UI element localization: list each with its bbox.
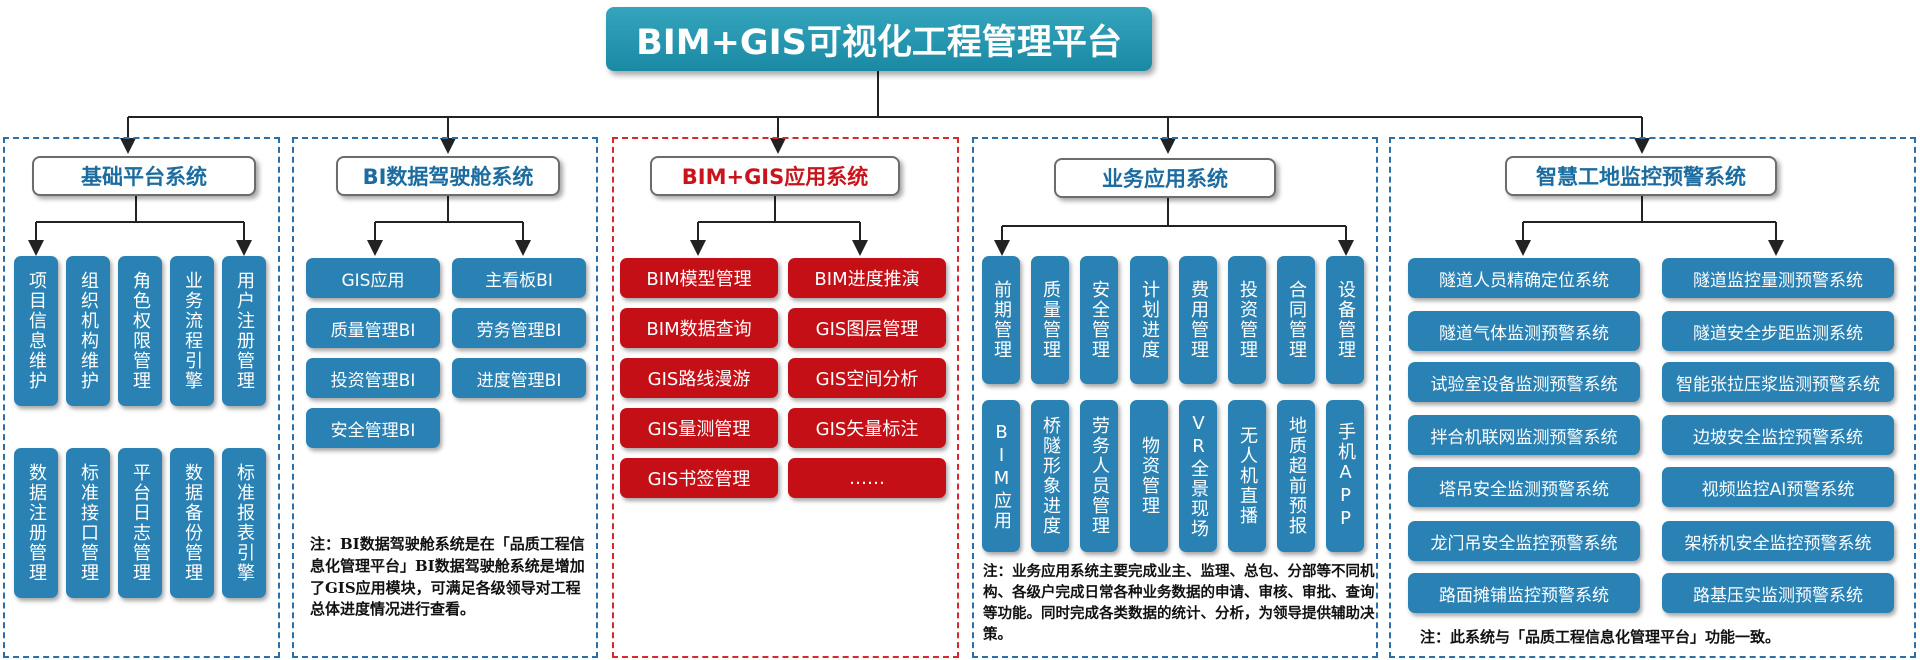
module-box: GIS图层管理: [788, 308, 946, 348]
module-label: 质量管理: [1040, 280, 1061, 360]
module-box: 地质超前预报: [1277, 400, 1315, 552]
module-box: 隧道安全步距监测系统: [1662, 311, 1894, 351]
module-box: 劳务人员管理: [1080, 400, 1118, 552]
module-label: 数据注册管理: [26, 463, 47, 583]
module-label: 用户注册管理: [234, 271, 255, 391]
panel-header-bi-cockpit: BI数据驾驶舱系统: [336, 156, 560, 196]
module-label: 标准接口管理: [78, 463, 99, 583]
panel-header-bim-gis: BIM+GIS应用系统: [650, 156, 900, 196]
module-box: 隧道监控量测预警系统: [1662, 258, 1894, 298]
module-box: 主看板BI: [452, 258, 586, 298]
module-box: 龙门吊安全监控预警系统: [1408, 521, 1640, 561]
module-box: GIS路线漫游: [620, 358, 778, 398]
panel-bim-gis: [612, 137, 959, 658]
bi-cockpit-note: 注：BI数据驾驶舱系统是在「品质工程信息化管理平台」BI数据驾驶舱系统是增加了G…: [310, 535, 585, 619]
module-box: 业务流程引擎: [170, 256, 214, 406]
page-title: BIM+GIS可视化工程管理平台: [606, 7, 1152, 71]
module-box: 投资管理: [1228, 256, 1266, 384]
module-box: 安全管理BI: [306, 408, 440, 448]
module-box: 智能张拉压浆监测预警系统: [1662, 362, 1894, 402]
module-box: 路面摊铺监控预警系统: [1408, 573, 1640, 613]
panel-header-smart-site: 智慧工地监控预警系统: [1505, 156, 1777, 196]
smart-site-note: 注：此系统与「品质工程信息化管理平台」功能一致。: [1420, 628, 1781, 646]
module-box: 视频监控AI预警系统: [1662, 467, 1894, 507]
module-box: 项目信息维护: [14, 256, 58, 406]
module-box: 试验室设备监测预警系统: [1408, 362, 1640, 402]
panel-bi-cockpit: [292, 137, 598, 658]
module-box: 数据备份管理: [170, 448, 214, 598]
module-box: GIS应用: [306, 258, 440, 298]
module-box: 费用管理: [1179, 256, 1217, 384]
module-box: 设备管理: [1326, 256, 1364, 384]
module-box: 质量管理: [1031, 256, 1069, 384]
module-box: 物资管理: [1130, 400, 1168, 552]
module-box: BIM进度推演: [788, 258, 946, 298]
module-label: 设备管理: [1335, 280, 1356, 360]
business-apps-note: 注：业务应用系统主要完成业主、监理、总包、分部等不同机构、各级户完成日常各种业务…: [983, 563, 1375, 644]
module-box: 桥隧形象进度: [1031, 400, 1069, 552]
module-box: GIS书签管理: [620, 458, 778, 498]
module-label: 物资管理: [1139, 436, 1160, 516]
module-label: 项目信息维护: [26, 271, 47, 391]
module-box: 塔吊安全监测预警系统: [1408, 467, 1640, 507]
module-box: 数据注册管理: [14, 448, 58, 598]
module-box: 前期管理: [982, 256, 1020, 384]
module-label: 投资管理: [1237, 280, 1258, 360]
module-box: ……: [788, 458, 946, 498]
panel-header-basic-platform: 基础平台系统: [32, 156, 256, 196]
module-box: 用户注册管理: [222, 256, 266, 406]
module-box: 手机APP: [1326, 400, 1364, 552]
module-box: 无人机直播: [1228, 400, 1266, 552]
module-label: 前期管理: [991, 280, 1012, 360]
module-box: 架桥机安全监控预警系统: [1662, 521, 1894, 561]
module-box: 平台日志管理: [118, 448, 162, 598]
module-label: 安全管理: [1089, 280, 1110, 360]
module-label: 数据备份管理: [182, 463, 203, 583]
module-label: 合同管理: [1286, 280, 1307, 360]
module-box: BIM数据查询: [620, 308, 778, 348]
module-label: 劳务人员管理: [1089, 416, 1110, 536]
module-box: 投资管理BI: [306, 358, 440, 398]
module-box: VR全景现场: [1179, 400, 1217, 552]
module-box: 合同管理: [1277, 256, 1315, 384]
module-box: 边坡安全监控预警系统: [1662, 415, 1894, 455]
module-box: 路基压实监测预警系统: [1662, 573, 1894, 613]
module-label: VR全景现场: [1188, 413, 1209, 539]
module-box: 标准接口管理: [66, 448, 110, 598]
module-box: 隧道人员精确定位系统: [1408, 258, 1640, 298]
module-box: 劳务管理BI: [452, 308, 586, 348]
module-box: 计划进度: [1130, 256, 1168, 384]
module-box: GIS空间分析: [788, 358, 946, 398]
module-label: 费用管理: [1188, 280, 1209, 360]
module-box: BIM模型管理: [620, 258, 778, 298]
panel-header-business-apps: 业务应用系统: [1054, 158, 1276, 198]
module-label: 标准报表引擎: [234, 463, 255, 583]
panel-smart-site: [1389, 137, 1916, 658]
module-label: 无人机直播: [1237, 426, 1258, 526]
module-box: 拌合机联网监测预警系统: [1408, 415, 1640, 455]
module-box: 质量管理BI: [306, 308, 440, 348]
module-box: GIS量测管理: [620, 408, 778, 448]
module-box: BIM应用: [982, 400, 1020, 552]
module-label: 平台日志管理: [130, 463, 151, 583]
module-box: 进度管理BI: [452, 358, 586, 398]
module-label: 手机APP: [1335, 421, 1356, 531]
module-box: GIS矢量标注: [788, 408, 946, 448]
module-label: 业务流程引擎: [182, 271, 203, 391]
module-box: 隧道气体监测预警系统: [1408, 311, 1640, 351]
module-box: 组织机构维护: [66, 256, 110, 406]
module-label: 组织机构维护: [78, 271, 99, 391]
module-label: 角色权限管理: [130, 271, 151, 391]
module-box: 标准报表引擎: [222, 448, 266, 598]
module-label: 地质超前预报: [1286, 416, 1307, 536]
module-label: 桥隧形象进度: [1040, 416, 1061, 536]
module-box: 角色权限管理: [118, 256, 162, 406]
module-label: BIM应用: [991, 421, 1012, 531]
panel-basic-platform: [3, 137, 280, 658]
module-box: 安全管理: [1080, 256, 1118, 384]
module-label: 计划进度: [1139, 280, 1160, 360]
panel-business-apps: [972, 137, 1378, 658]
